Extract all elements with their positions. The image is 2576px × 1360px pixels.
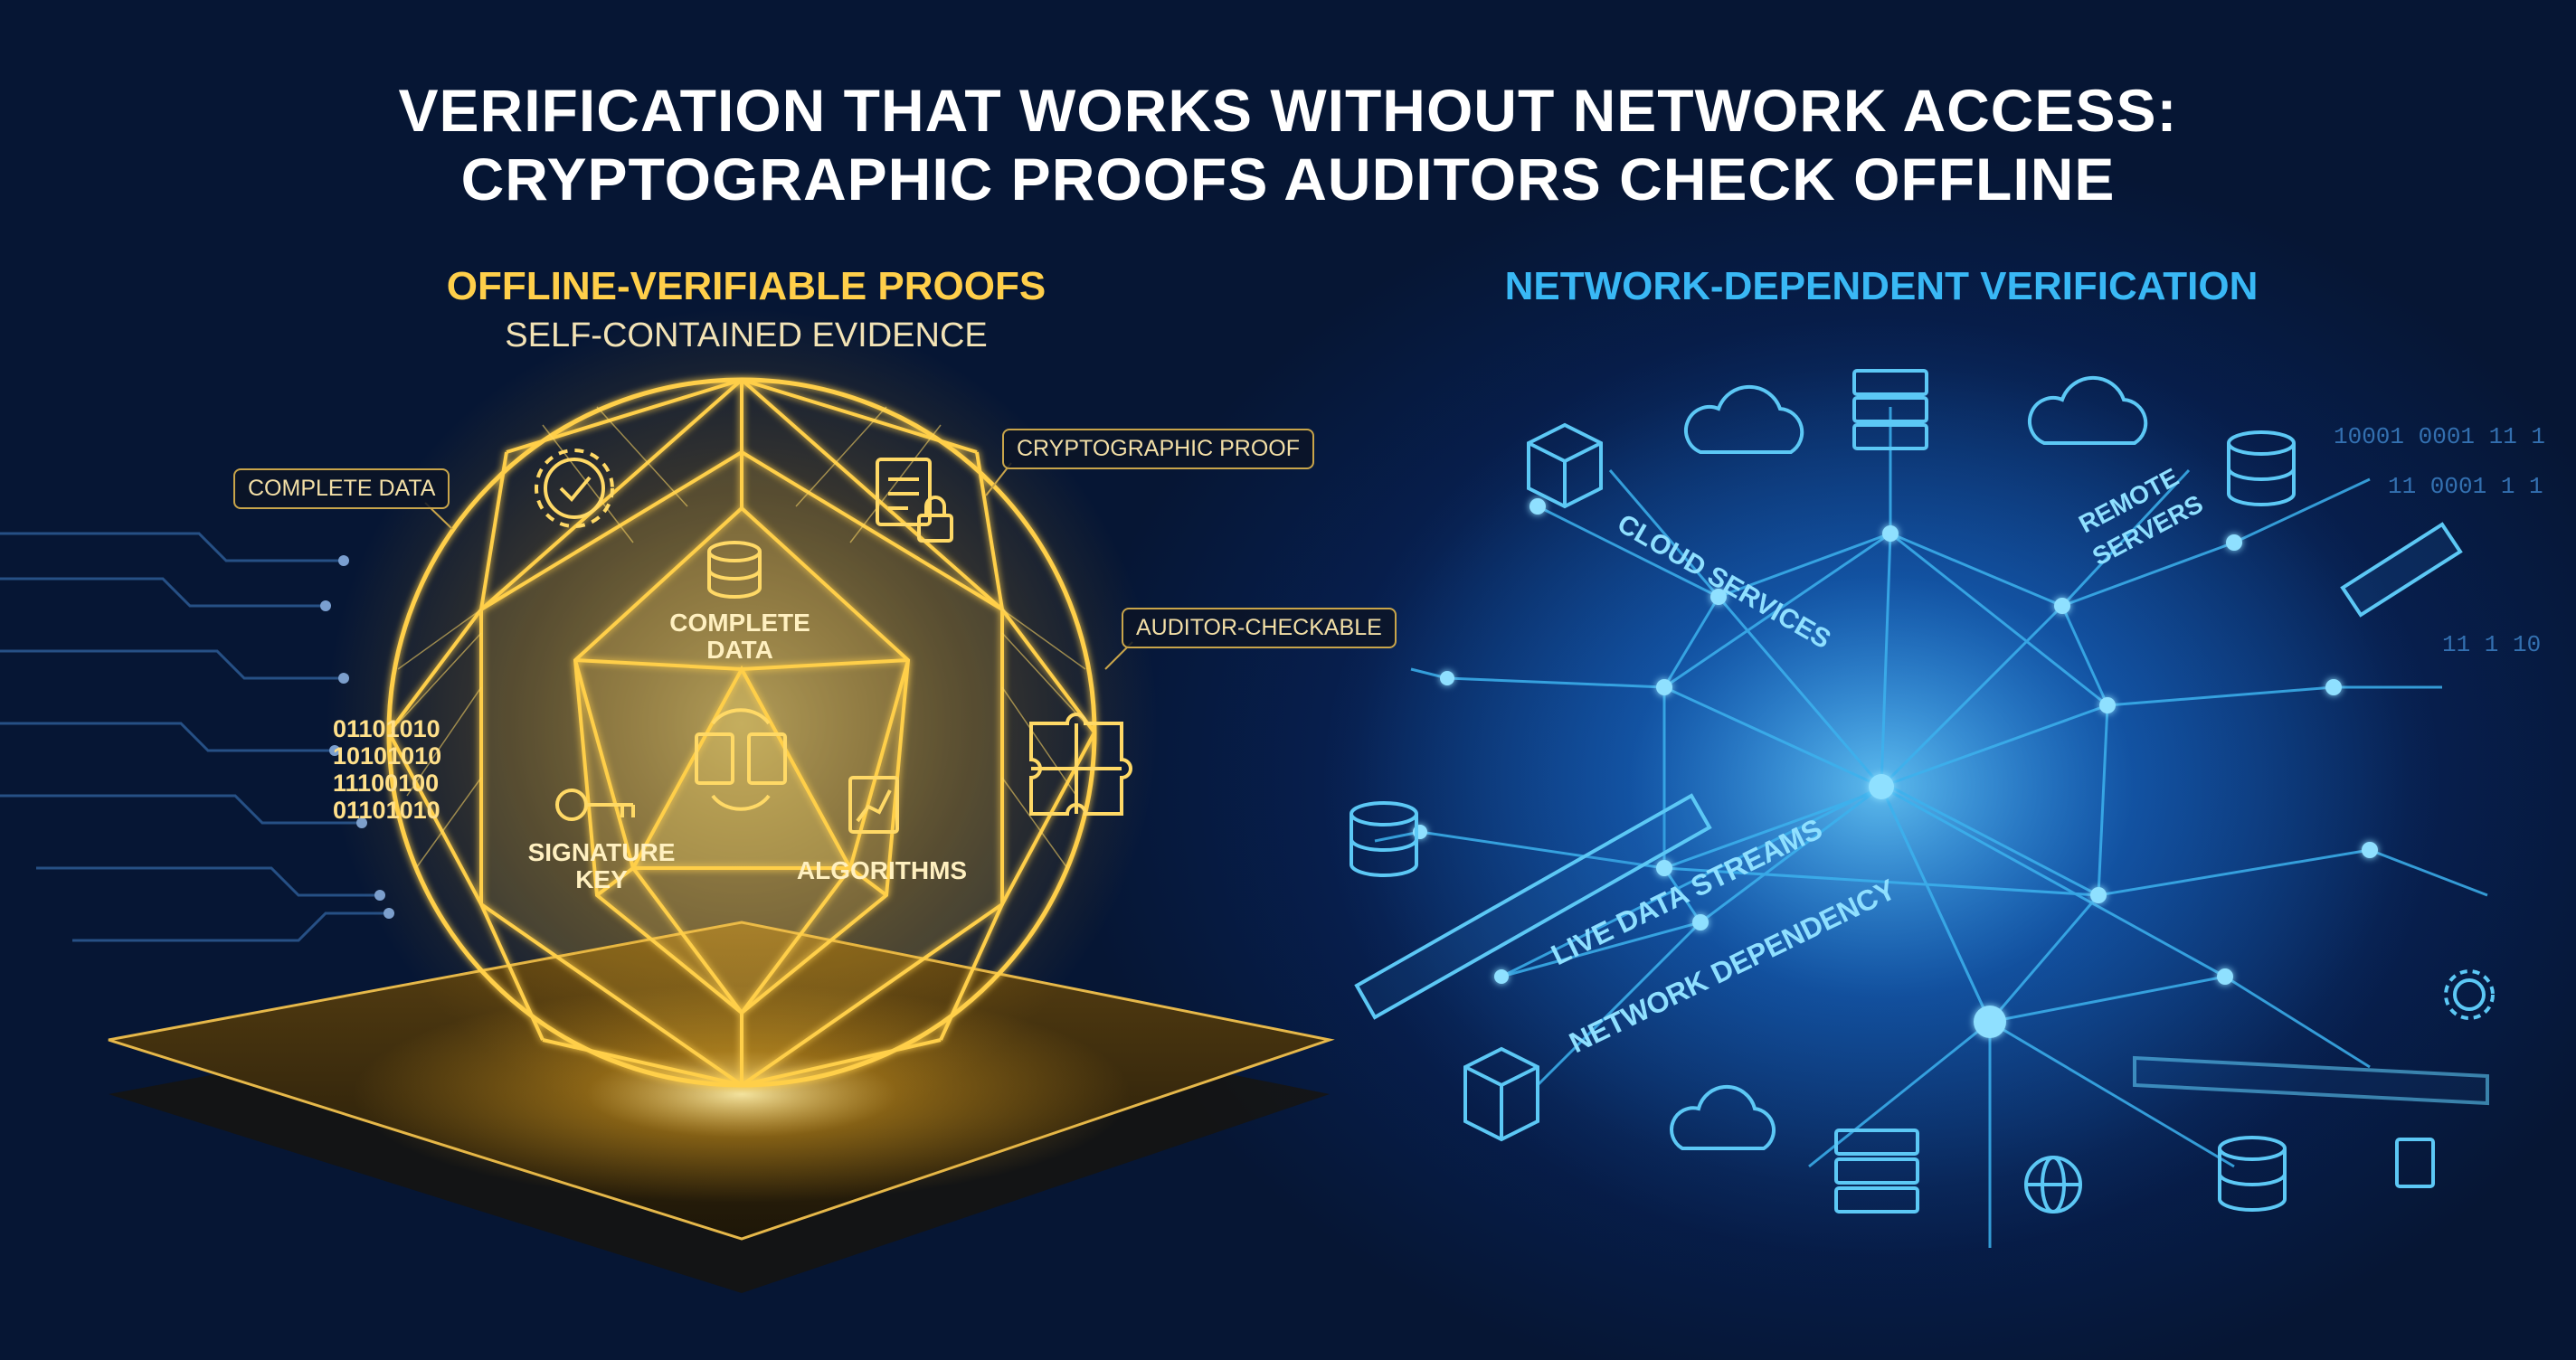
right-heading: NETWORK-DEPENDENT VERIFICATION	[1504, 264, 2259, 308]
server-box-icon	[1463, 1046, 1539, 1142]
globe-icon	[2024, 1156, 2082, 1214]
svg-text:DATA: DATA	[706, 636, 773, 664]
server-icon	[1852, 369, 1928, 450]
svg-text:11 1 10: 11 1 10	[2442, 631, 2541, 658]
svg-text:11 0001 1 1: 11 0001 1 1	[2388, 473, 2543, 500]
svg-text:10001 0001 11 1: 10001 0001 11 1	[2334, 423, 2545, 450]
server-rack-icon	[1834, 1129, 1919, 1214]
svg-text:01101010: 01101010	[333, 715, 440, 742]
face-labels: COMPLETE DATA SIGNATURE KEY ALGORITHMS	[528, 609, 968, 893]
sphere-rays	[397, 406, 1086, 869]
cloud-icon	[2028, 375, 2148, 445]
left-heading: OFFLINE-VERIFIABLE PROOFS	[446, 264, 1046, 308]
database-icon	[707, 541, 762, 599]
cloud-icon	[1684, 384, 1804, 454]
svg-text:SIGNATURE: SIGNATURE	[528, 838, 676, 866]
svg-text:COMPLETE: COMPLETE	[669, 609, 810, 637]
svg-text:11100100: 11100100	[333, 770, 439, 797]
svg-text:KEY: KEY	[575, 865, 628, 893]
puzzle-icon	[1029, 713, 1132, 816]
database-icon	[2227, 430, 2296, 506]
gear-icon	[2444, 969, 2495, 1020]
page-title-line-1: VERIFICATION THAT WORKS WITHOUT NETWORK …	[398, 77, 2178, 144]
cloud-icon	[1670, 1084, 1776, 1150]
database-icon	[2218, 1136, 2287, 1212]
server-box-icon	[1527, 422, 1603, 509]
right-binary: 10001 0001 11 1 11 0001 1 1 11 1 10	[2334, 423, 2545, 658]
callout-complete-data: COMPLETE DATA	[233, 468, 450, 509]
svg-text:10101010: 10101010	[333, 742, 441, 770]
network-nodes	[1413, 498, 2378, 1038]
database-icon	[1350, 801, 1418, 877]
svg-text:ALGORITHMS: ALGORITHMS	[797, 856, 967, 884]
callout-auditor-checkable: AUDITOR-CHECKABLE	[1122, 608, 1397, 648]
callout-cryptographic-proof: CRYPTOGRAPHIC PROOF	[1002, 429, 1315, 469]
page-title-line-2: CRYPTOGRAPHIC PROOFS AUDITORS CHECK OFFL…	[460, 146, 2116, 212]
left-circuit-traces	[0, 532, 389, 942]
left-binary: 01101010 10101010 11100100 01101010	[333, 715, 441, 824]
documents-cycle-icon	[695, 708, 787, 811]
left-subheading: SELF-CONTAINED EVIDENCE	[505, 316, 988, 354]
gear-check-icon	[535, 449, 614, 528]
algorithm-chart-icon	[848, 776, 899, 834]
key-icon	[555, 789, 635, 821]
data-pipes	[1354, 522, 2489, 1106]
svg-text:01101010: 01101010	[333, 797, 440, 824]
crystal-polyhedron	[386, 377, 1097, 1088]
document-lock-icon	[876, 458, 953, 543]
document-icon	[2395, 1138, 2435, 1188]
